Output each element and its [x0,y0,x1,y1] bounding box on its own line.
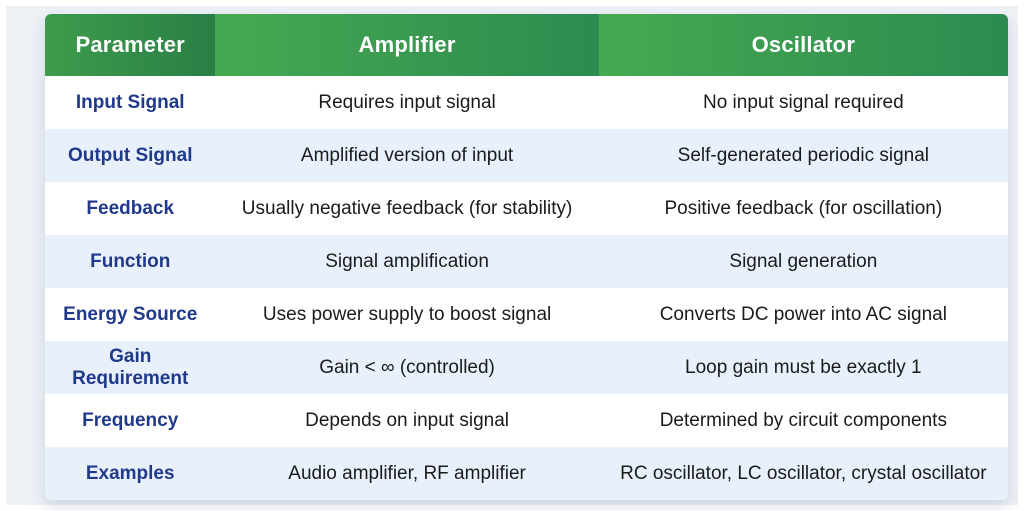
row-parameter-label: Input Signal [75,91,185,113]
comparison-table: Parameter Amplifier Oscillator Input Sig… [45,14,1008,500]
row-parameter-label: Output Signal [67,144,193,166]
header-cell-amplifier: Amplifier [215,14,599,76]
table-row: Frequency Depends on input signal Determ… [45,394,1008,447]
table-row: Feedback Usually negative feedback (for … [45,182,1008,235]
row-oscillator-value: Signal generation [729,250,878,272]
row-parameter-label: Gain Requirement [72,345,189,389]
row-oscillator-value: Converts DC power into AC signal [659,303,947,325]
row-amplifier-value: Signal amplification [325,250,489,272]
row-oscillator-value: RC oscillator, LC oscillator, crystal os… [620,462,987,484]
row-parameter-label: Frequency [82,409,179,431]
row-oscillator-value: Loop gain must be exactly 1 [685,356,922,378]
row-amplifier-value: Usually negative feedback (for stability… [241,197,573,219]
row-oscillator-value: No input signal required [702,91,904,113]
row-parameter-label: Examples [85,462,175,484]
table-row: Output Signal Amplified version of input… [45,129,1008,182]
row-parameter-label: Function [90,250,171,272]
table-row: Function Signal amplification Signal gen… [45,235,1008,288]
table-row: Input Signal Requires input signal No in… [45,76,1008,129]
row-parameter-label: Feedback [86,197,175,219]
table-row: Examples Audio amplifier, RF amplifier R… [45,447,1008,500]
row-amplifier-value: Depends on input signal [305,409,509,431]
row-amplifier-value: Uses power supply to boost signal [262,303,552,325]
row-oscillator-value: Self-generated periodic signal [677,144,930,166]
header-cell-oscillator: Oscillator [598,14,1008,76]
header-cell-parameter: Parameter [45,14,216,76]
row-amplifier-value: Gain < ∞ (controlled) [319,356,495,378]
row-oscillator-value: Determined by circuit components [659,409,947,431]
row-amplifier-value: Audio amplifier, RF amplifier [288,462,526,484]
table-row: Gain Requirement Gain < ∞ (controlled) L… [45,341,1008,394]
row-amplifier-value: Amplified version of input [300,144,514,166]
table-row: Energy Source Uses power supply to boost… [45,288,1008,341]
row-amplifier-value: Requires input signal [318,91,496,113]
table-header-row: Parameter Amplifier Oscillator [45,14,1008,76]
row-oscillator-value: Positive feedback (for oscillation) [664,197,943,219]
row-parameter-label: Energy Source [63,303,198,325]
